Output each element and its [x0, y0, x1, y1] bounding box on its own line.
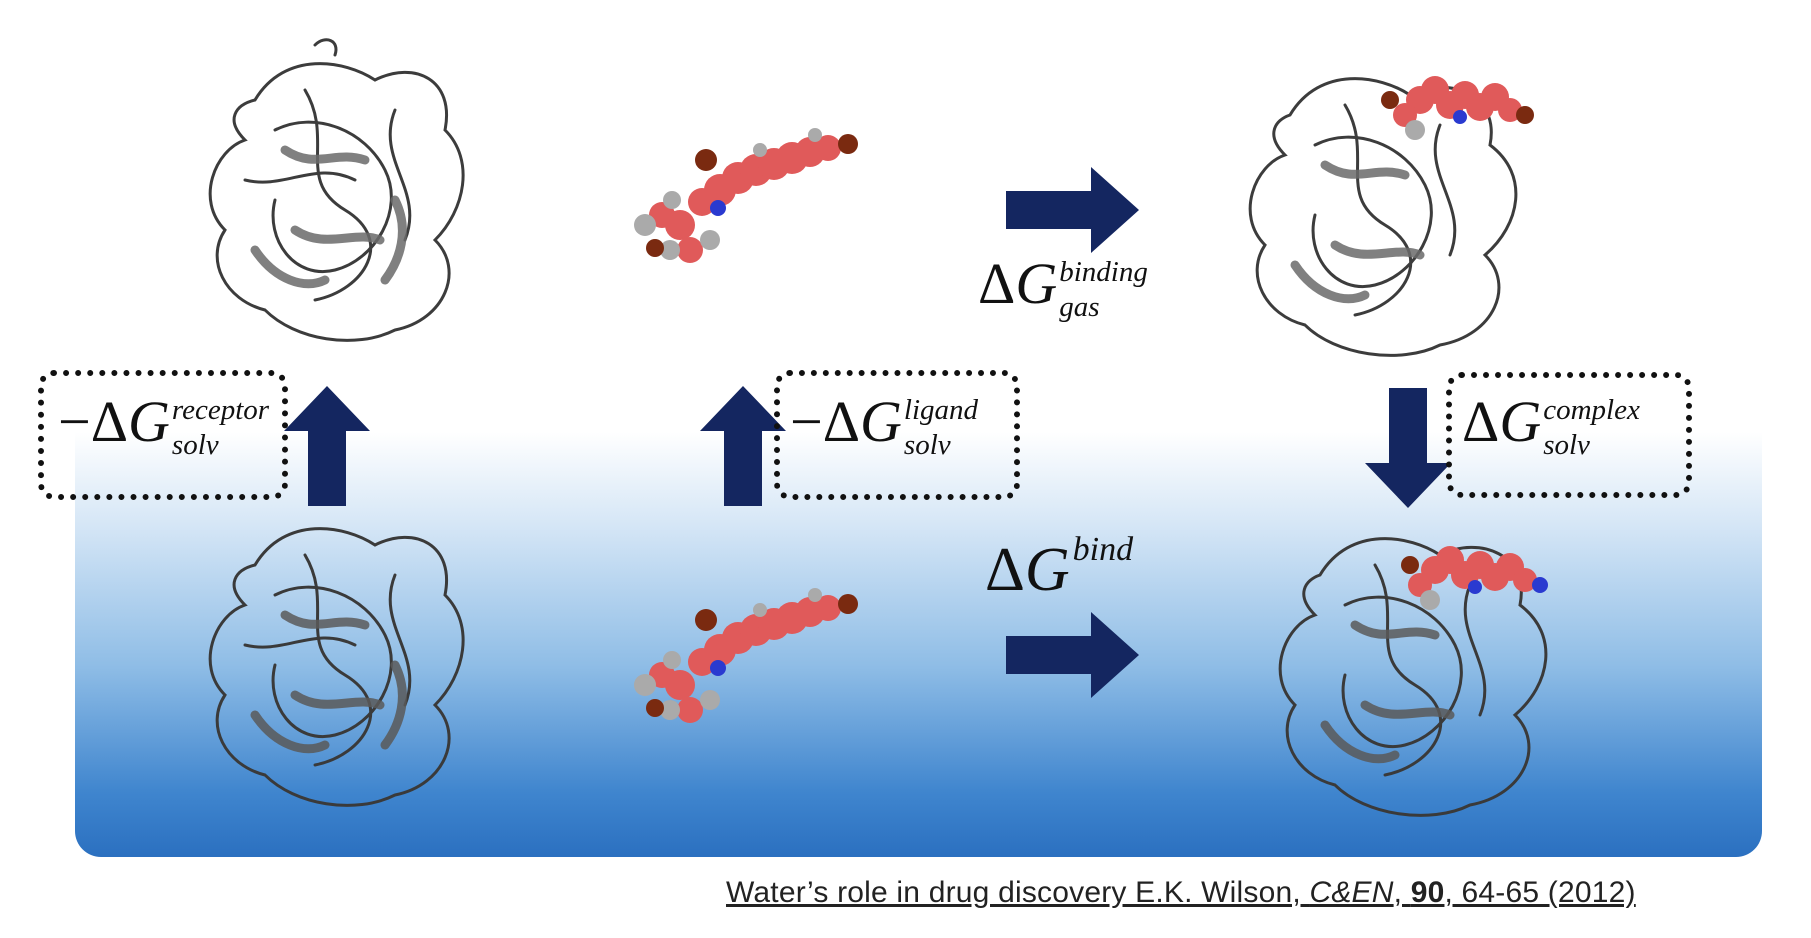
arrow-up-receptor: [284, 386, 370, 506]
ligand-solvated: [610, 588, 870, 740]
label-symbol: G: [1024, 536, 1070, 604]
label-sup: receptor: [171, 393, 270, 426]
label-symbol: G: [128, 389, 170, 454]
citation: Water’s role in drug discovery E.K. Wils…: [726, 876, 1636, 909]
citation-text: Water’s role in drug discovery E.K. Wils…: [726, 876, 1310, 909]
label-prefix: −: [790, 389, 823, 454]
receptor-solvation-box: [38, 370, 288, 500]
label-sub: solv: [171, 428, 219, 461]
label-bind-solvated: ΔGbind: [985, 531, 1134, 604]
ligand-gas: [610, 128, 870, 280]
complex-solvated: [1260, 505, 1580, 835]
label-sup: bind: [1072, 531, 1134, 568]
label-sub: solv: [903, 428, 951, 461]
complex-solvation-box: [1446, 372, 1692, 498]
arrow-up-ligand: [700, 386, 786, 506]
label-prefix: −: [58, 389, 91, 454]
citation-pages-year: , 64-65 (2012): [1444, 876, 1636, 909]
arrow-down-complex: [1365, 388, 1451, 508]
receptor-solvated: [195, 505, 495, 835]
citation-volume: 90: [1410, 876, 1445, 909]
citation-journal: C&EN: [1309, 876, 1394, 909]
label-sup: binding: [1059, 255, 1148, 288]
label-symbol: G: [1015, 251, 1058, 316]
label-symbol: G: [860, 389, 902, 454]
label-sub: solv: [1543, 428, 1590, 461]
label-sup: ligand: [903, 393, 979, 426]
arrow-right-solvated: [1006, 612, 1139, 698]
label-sub: gas: [1059, 290, 1100, 323]
complex-gas: [1230, 45, 1550, 375]
receptor-gas: [195, 38, 495, 360]
ligand-solvation-box: [774, 370, 1020, 500]
label-symbol: G: [1499, 389, 1542, 454]
label-sup: complex: [1543, 393, 1640, 426]
arrow-right-gas: [1006, 167, 1139, 253]
